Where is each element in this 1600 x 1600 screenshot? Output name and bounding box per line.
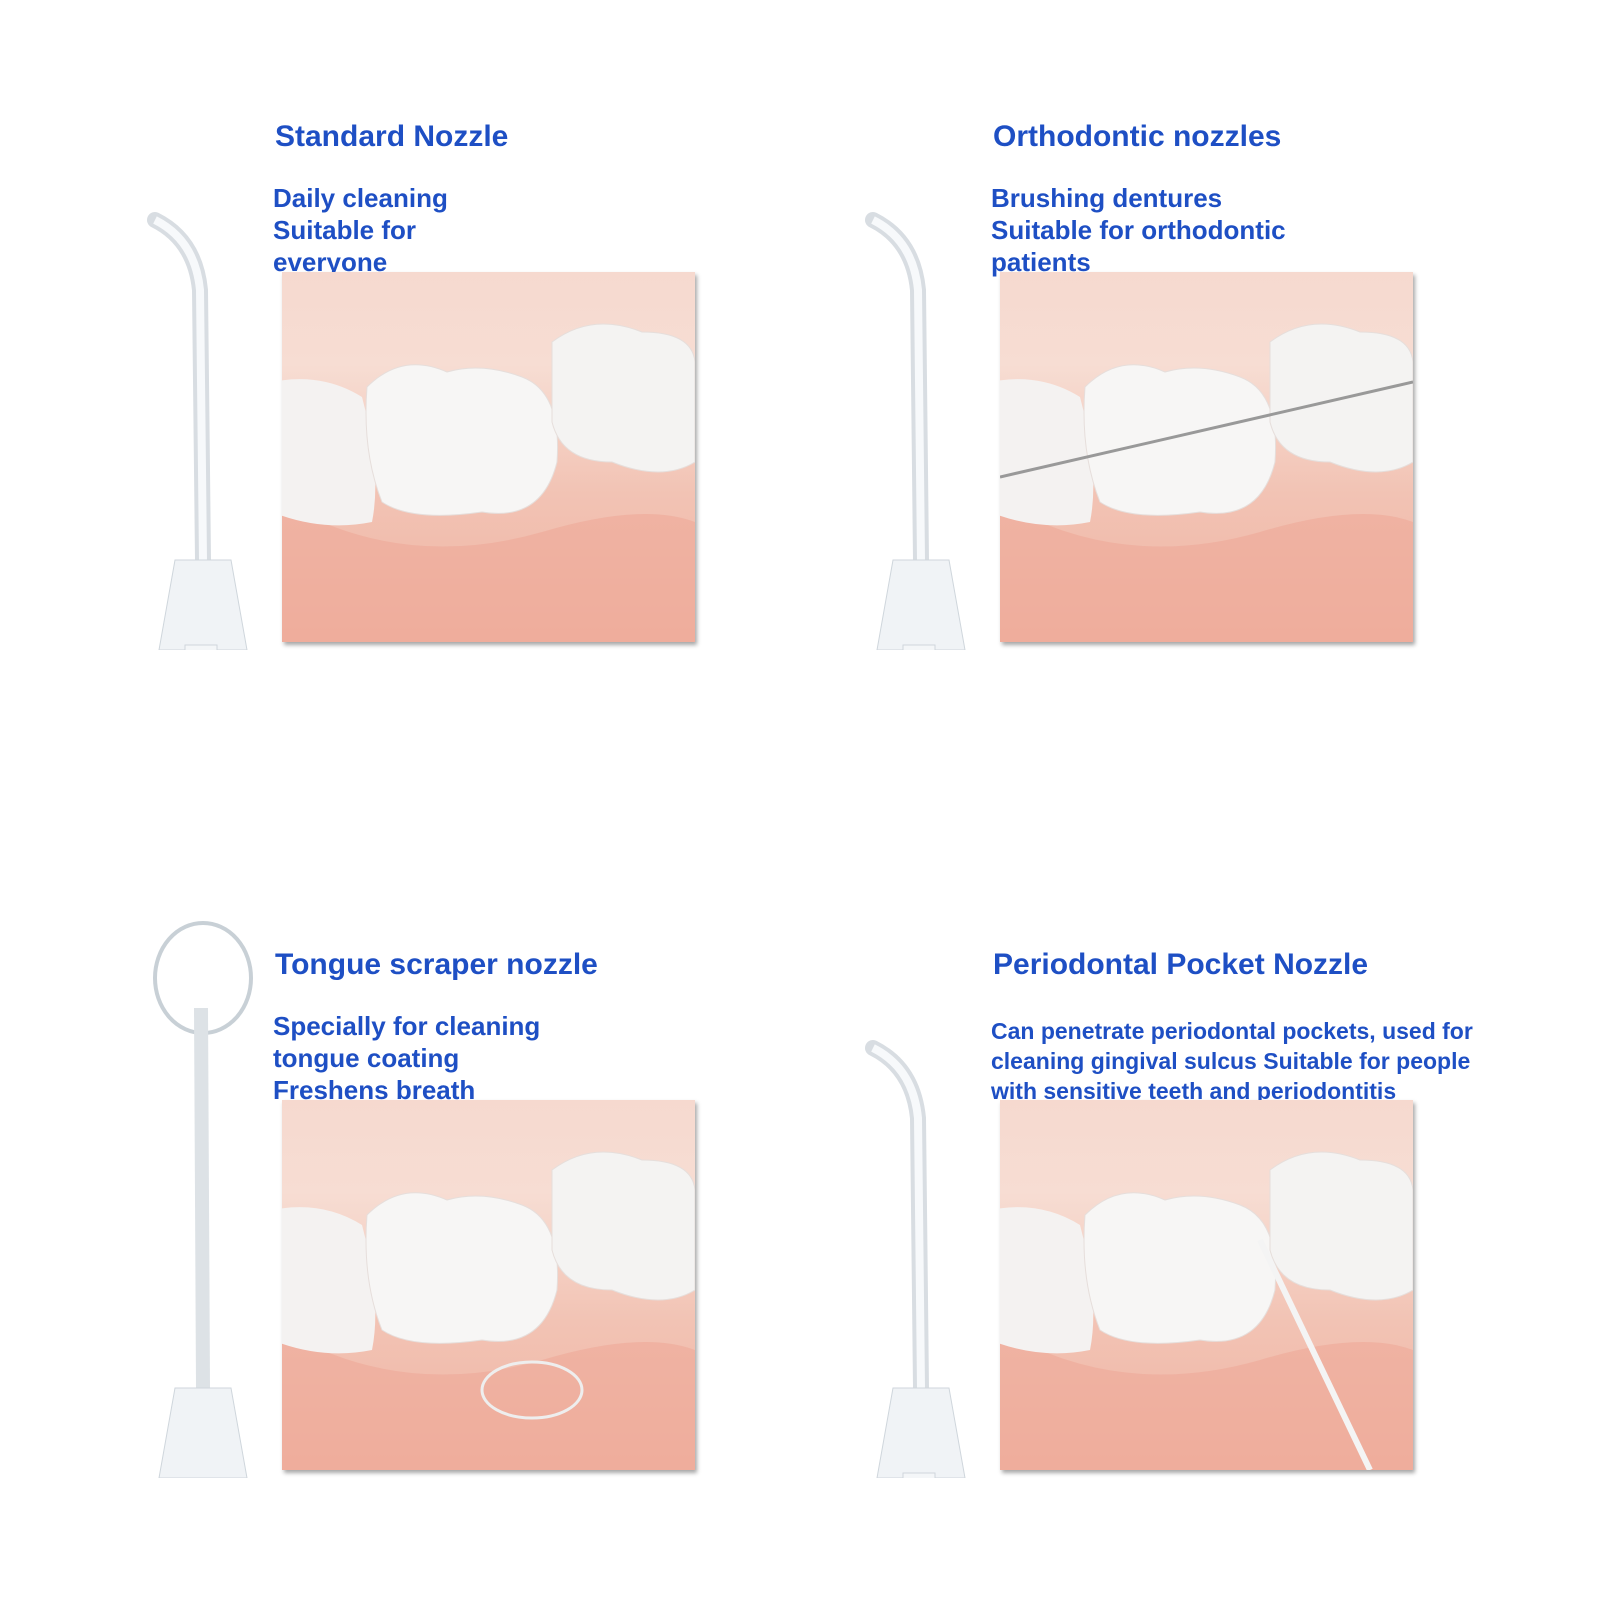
panel-title: Periodontal Pocket Nozzle — [993, 948, 1369, 981]
periodontal-nozzle-image — [853, 918, 983, 1478]
standard-nozzle-image — [135, 90, 265, 650]
teeth-cleaning-photo — [282, 272, 695, 642]
gum-pocket-cleaning-photo — [1000, 1100, 1413, 1470]
panel-title: Tongue scraper nozzle — [275, 948, 598, 981]
panel-periodontal-pocket-nozzle: Periodontal Pocket Nozzle Can penetrate … — [853, 948, 1573, 1548]
panel-tongue-scraper-nozzle: Tongue scraper nozzle Specially for clea… — [135, 921, 855, 1548]
tongue-scraper-nozzle-image — [153, 921, 253, 1478]
braces-cleaning-photo — [1000, 272, 1413, 642]
orthodontic-nozzle-image — [853, 90, 983, 650]
panel-title: Standard Nozzle — [275, 120, 509, 153]
tongue-cleaning-photo — [282, 1100, 695, 1470]
panel-description: Can penetrate periodontal pockets, used … — [991, 1018, 1473, 1104]
panel-title: Orthodontic nozzles — [993, 120, 1282, 153]
